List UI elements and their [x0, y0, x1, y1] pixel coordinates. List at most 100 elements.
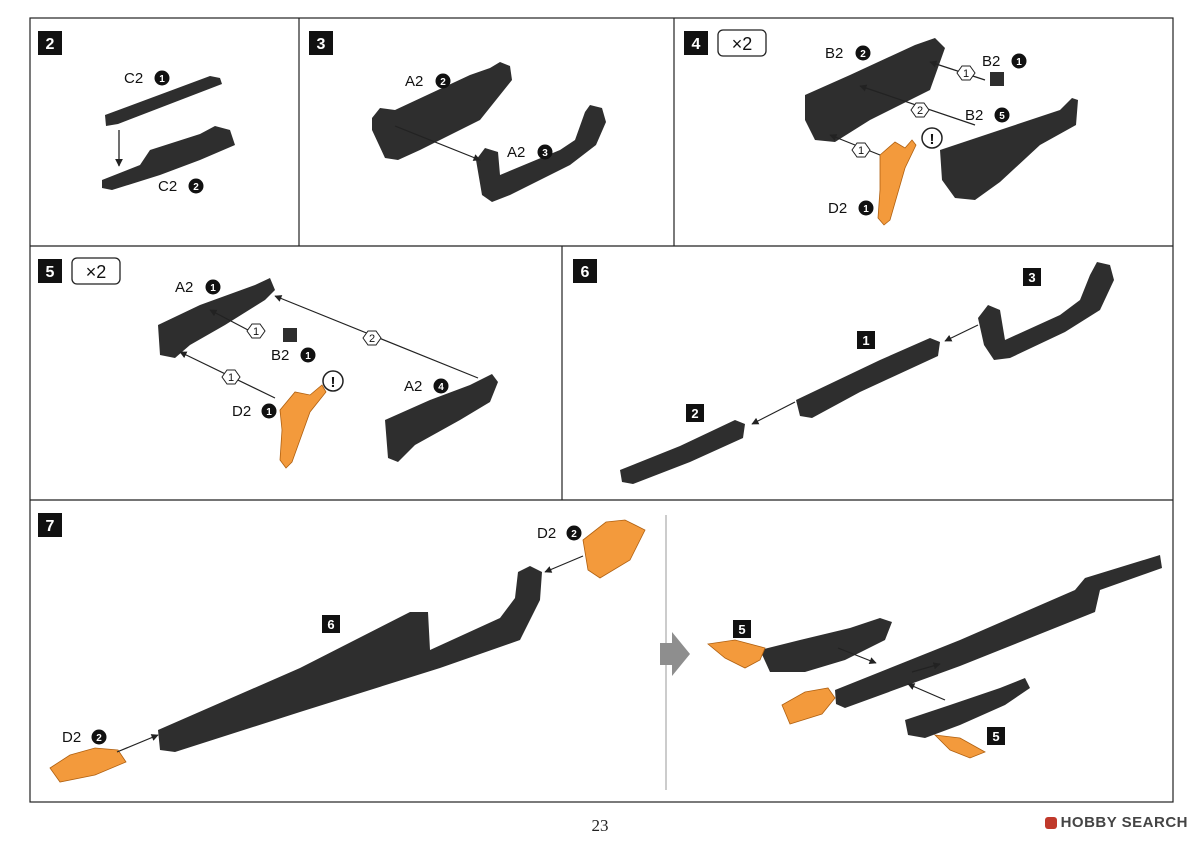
assembly-arrow [116, 734, 159, 753]
part-final-orange-tip [781, 687, 836, 725]
svg-text:3: 3 [1028, 270, 1035, 285]
svg-text:2: 2 [46, 36, 55, 53]
ref-badge-1: 1 [857, 331, 875, 349]
order-mark-1b: 1 [851, 142, 871, 158]
label-c2-1: C2 1 [124, 70, 170, 87]
label-a2-4: A2 4 [404, 378, 449, 395]
label-a2-2: A2 2 [405, 73, 451, 90]
svg-text:5: 5 [992, 729, 999, 744]
label-b2-2: B2 2 [825, 45, 871, 62]
svg-text:!: ! [930, 131, 935, 148]
svg-text:1: 1 [266, 407, 272, 418]
svg-text:C2: C2 [158, 178, 177, 195]
step-3-badge: 3 [309, 31, 333, 55]
ref-badge-3: 3 [1023, 268, 1041, 286]
part-c2-2 [102, 126, 235, 190]
part-a2-2 [372, 62, 512, 160]
next-arrow-icon [660, 632, 690, 676]
label-a2-1: A2 1 [175, 279, 221, 296]
svg-text:6: 6 [327, 617, 334, 632]
svg-text:2: 2 [691, 406, 698, 421]
order-mark-1a: 1 [246, 323, 266, 339]
svg-text:A2: A2 [405, 73, 423, 90]
assembly-arrow [209, 309, 249, 331]
part-a2-3 [476, 105, 606, 202]
assembly-line [394, 125, 481, 161]
svg-text:1: 1 [1016, 57, 1022, 68]
svg-text:!: ! [331, 374, 336, 391]
svg-text:5: 5 [46, 264, 55, 281]
svg-text:2: 2 [917, 105, 923, 117]
step-5-multiplier: ×2 [71, 257, 121, 285]
svg-text:2: 2 [193, 182, 199, 193]
part-frame [978, 262, 1114, 360]
svg-text:B2: B2 [825, 45, 843, 62]
part-b2-1 [990, 72, 1004, 86]
step-3: 3 A2 2 A2 3 [309, 31, 606, 202]
watermark: HOBBY SEARCH [1044, 814, 1188, 831]
svg-text:A2: A2 [404, 378, 422, 395]
order-mark-2: 2 [910, 102, 930, 118]
part-final-staff [835, 555, 1162, 708]
part-d2-1 [279, 384, 327, 469]
part-final-arm-lower [905, 678, 1030, 738]
step-6: 6 3 1 2 [573, 259, 1114, 484]
assembly-arrow [944, 324, 979, 342]
svg-text:1: 1 [862, 333, 869, 348]
svg-text:1: 1 [863, 204, 869, 215]
assembly-arrow [929, 60, 986, 81]
assembly-arrow [907, 683, 946, 701]
step-4-badge: 4 [684, 31, 708, 55]
assembly-arrow [911, 662, 941, 673]
svg-text:1: 1 [305, 351, 311, 362]
svg-text:3: 3 [542, 148, 548, 159]
svg-text:×2: ×2 [86, 262, 107, 282]
step-2-badge: 2 [38, 31, 62, 55]
svg-text:4: 4 [438, 382, 444, 393]
part-assembled-staff [158, 566, 542, 752]
panel-grid [29, 17, 1174, 803]
label-b2-1: B2 1 [271, 347, 316, 364]
step-4: 4 ×2 1 2 1 ! B2 2 [684, 29, 1078, 226]
part-d2-2-tip [582, 519, 646, 579]
svg-text:D2: D2 [232, 403, 251, 420]
label-b2-5: B2 5 [965, 107, 1010, 124]
svg-text:A2: A2 [175, 279, 193, 296]
page-number: 23 [591, 816, 609, 835]
svg-text:7: 7 [46, 518, 55, 535]
svg-text:A2: A2 [507, 144, 525, 161]
label-b2-1: B2 1 [982, 53, 1027, 70]
step-7-badge: 7 [38, 513, 62, 537]
svg-text:2: 2 [96, 733, 102, 744]
part-final-arm-upper [760, 618, 892, 672]
svg-text:4: 4 [692, 36, 701, 53]
svg-text:2: 2 [571, 529, 577, 540]
svg-text:5: 5 [738, 622, 745, 637]
part-d2-1 [877, 139, 917, 226]
svg-text:1: 1 [253, 326, 259, 338]
svg-text:D2: D2 [537, 525, 556, 542]
part-a2-4 [385, 374, 498, 462]
svg-text:3: 3 [317, 36, 326, 53]
label-d2-1: D2 1 [828, 200, 874, 217]
caution-icon: ! [921, 127, 943, 149]
svg-text:1: 1 [858, 145, 864, 157]
svg-text:5: 5 [999, 111, 1005, 122]
step-2: 2 C2 1 C2 2 [38, 31, 235, 195]
part-end-cap [620, 420, 745, 484]
svg-text:B2: B2 [965, 107, 983, 124]
assembly-arrow [837, 647, 877, 664]
step-5: 5 ×2 1 2 1 ! A2 1 [38, 257, 498, 469]
order-mark-1a: 1 [956, 65, 976, 81]
svg-text:×2: ×2 [732, 34, 753, 54]
part-b2-5 [940, 98, 1078, 200]
part-d2-2-end [49, 747, 127, 783]
label-d2-1: D2 1 [232, 403, 277, 420]
svg-text:2: 2 [440, 77, 446, 88]
step-6-badge: 6 [573, 259, 597, 283]
part-b2-2 [805, 38, 945, 142]
svg-text:C2: C2 [124, 70, 143, 87]
svg-text:1: 1 [159, 74, 165, 85]
assembly-arrow [544, 555, 584, 573]
